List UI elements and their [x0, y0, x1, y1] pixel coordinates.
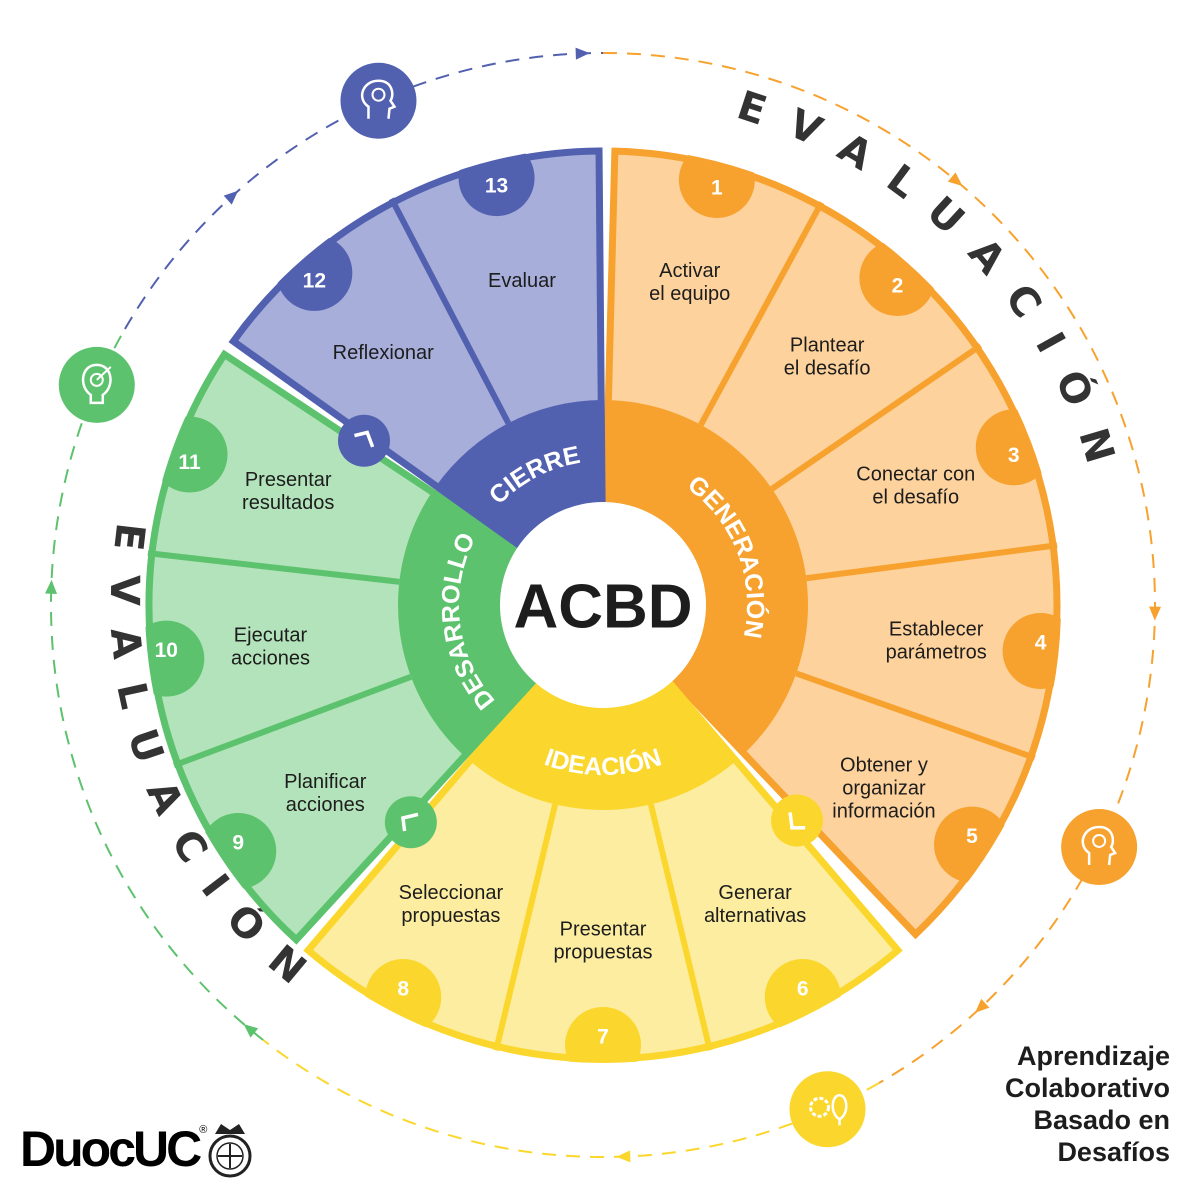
cycle-dashed-arc	[602, 52, 1156, 1084]
title-line: Basado en	[1033, 1105, 1170, 1135]
center-circle	[500, 502, 706, 708]
step-number: 3	[1008, 444, 1020, 467]
phase-band	[398, 491, 536, 757]
step-divider	[805, 542, 1058, 582]
cycle-arrow-icon	[616, 1150, 631, 1163]
step-number: 9	[232, 832, 244, 855]
cycle-arrow-icon	[1149, 606, 1162, 621]
uc-seal-icon	[208, 1124, 252, 1178]
title-line: Desafíos	[1057, 1137, 1170, 1167]
step-number: 2	[892, 275, 904, 298]
step-divider	[147, 550, 400, 585]
diagram-title: Aprendizaje Colaborativo Basado en Desaf…	[1005, 1040, 1170, 1168]
step-number: 4	[1035, 631, 1047, 654]
target-bulb-icon	[58, 346, 135, 423]
step-number: 8	[397, 978, 409, 1001]
step-divider	[795, 670, 1036, 761]
step-number-badge	[565, 1007, 641, 1063]
cycle-arrow-icon	[975, 998, 990, 1013]
step-label: Reflexionar	[333, 342, 435, 364]
phase-band	[436, 400, 603, 547]
cycle-arrow-icon	[575, 47, 590, 60]
cycle-arrow-icon	[223, 190, 239, 205]
cycle-arrow-icon	[243, 1023, 259, 1038]
logo-text: DuocUC	[20, 1121, 202, 1177]
step-number: 6	[797, 978, 809, 1001]
step-number: 7	[597, 1026, 609, 1049]
step-number: 1	[711, 176, 723, 199]
step-divider	[388, 197, 512, 425]
step-label: Evaluar	[488, 270, 556, 292]
gear-bulb-icon	[789, 1071, 866, 1148]
step-divider	[493, 803, 559, 1052]
step-number: 11	[178, 451, 201, 474]
head-idea-icon	[1061, 808, 1138, 885]
step-divider	[770, 343, 983, 492]
title-line: Aprendizaje	[1016, 1041, 1170, 1071]
cycle-dashed-arc	[124, 52, 604, 330]
center-title: ACBD	[513, 573, 692, 642]
registered-mark: ®	[199, 1124, 208, 1136]
step-divider	[698, 201, 825, 427]
transition-chevron-icon	[338, 414, 391, 467]
step-number: 10	[155, 639, 178, 662]
cycle-dashed-arc	[262, 1039, 880, 1159]
step-number: 13	[485, 175, 508, 198]
duoc-uc-logo: DuocUC ®	[20, 1120, 253, 1178]
cycle-arrow-icon	[947, 172, 963, 186]
step-number: 12	[303, 269, 326, 292]
phase-band	[605, 400, 808, 754]
step-divider	[647, 803, 713, 1052]
step-number: 5	[966, 825, 978, 848]
title-line: Colaborativo	[1004, 1073, 1170, 1103]
brain-refresh-icon	[340, 62, 417, 139]
step-divider	[172, 673, 413, 769]
phase-band	[469, 681, 737, 811]
transition-chevron-icon	[384, 796, 437, 849]
cycle-arrow-icon	[45, 579, 58, 594]
transition-chevron-icon	[771, 794, 824, 847]
cycle-dashed-arc	[50, 328, 264, 1041]
